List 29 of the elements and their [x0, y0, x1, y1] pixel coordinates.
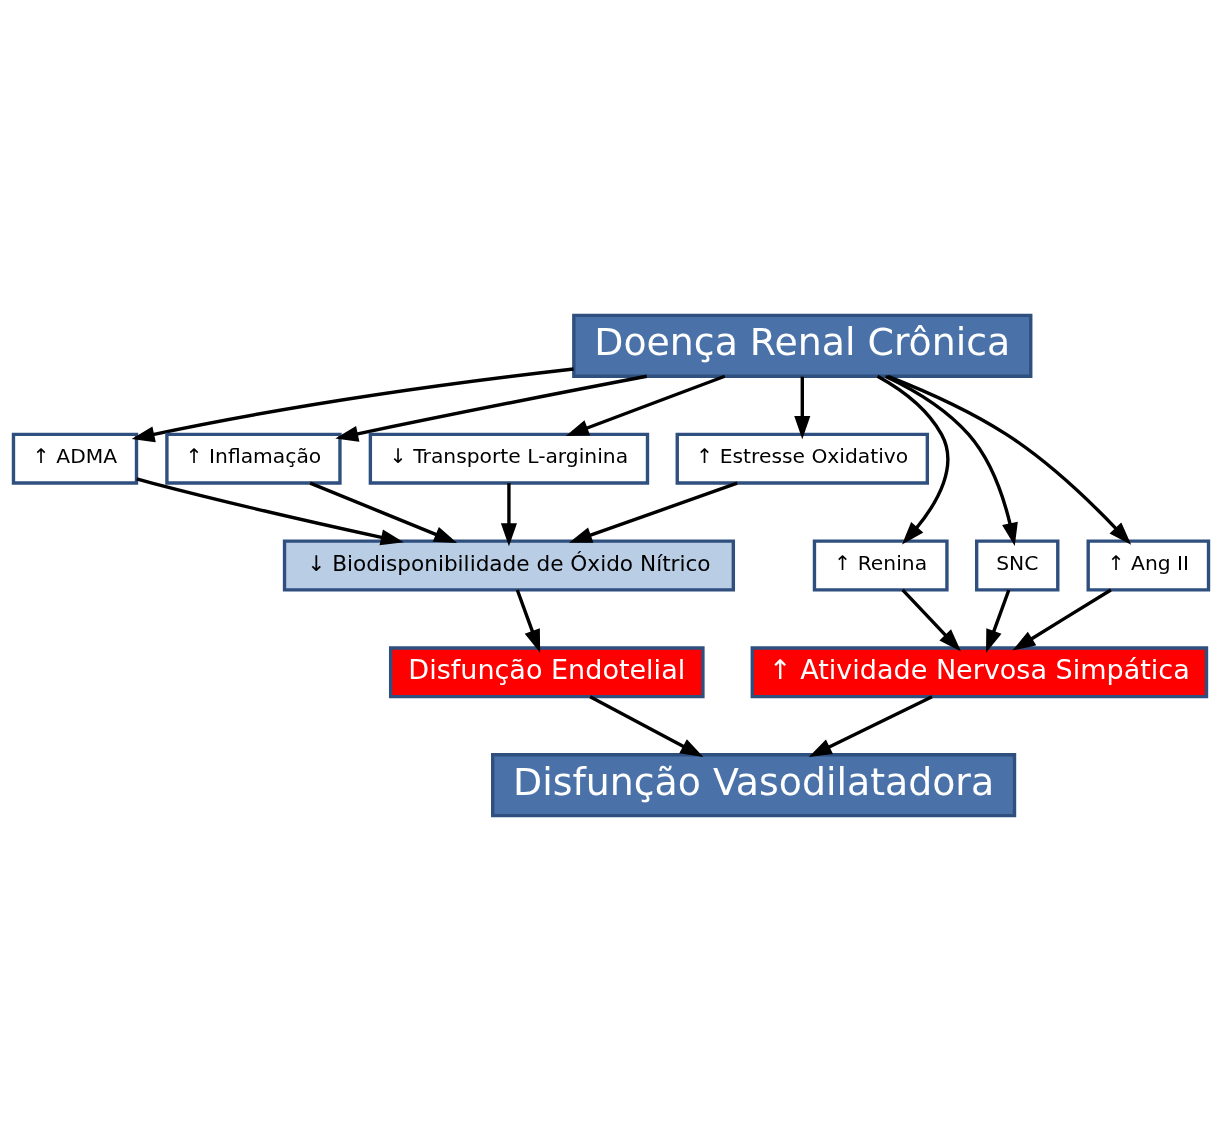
node-box: Doença Renal Crônica — [572, 313, 1033, 378]
node-box: ↑ Atividade Nervosa Simpática — [750, 645, 1209, 698]
arrow — [565, 374, 726, 436]
arrow — [901, 588, 962, 652]
arrow — [808, 694, 933, 757]
arrow — [500, 482, 517, 546]
node-box: ↑ Estresse Oxidativo — [675, 432, 930, 485]
arrow — [884, 374, 1018, 546]
arrow — [1012, 588, 1112, 651]
arrow — [589, 694, 704, 757]
arrow — [986, 588, 1011, 653]
node-box: ↓ Transporte L-arginina — [368, 432, 650, 485]
arrow — [876, 374, 950, 545]
arrow — [515, 588, 541, 653]
arrow — [131, 366, 574, 442]
node-box: Disfunção Endotelial — [388, 645, 705, 698]
arrow — [136, 476, 404, 545]
arrow — [887, 374, 1132, 545]
arrow — [794, 376, 811, 439]
node-box: ↑ Ang II — [1086, 538, 1211, 592]
arrow — [309, 481, 458, 543]
arrow — [335, 374, 648, 442]
arrow — [569, 481, 738, 543]
node-box: ↑ Inflamação — [165, 432, 342, 485]
node-box: ↑ Renina — [812, 538, 949, 592]
node-box: ↓ Biodisponibilidade de Óxido Nítrico — [282, 538, 736, 592]
node-box: ↑ ADMA — [11, 432, 139, 485]
node-box: Disfunção Vasodilatadora — [491, 752, 1017, 817]
node-box: SNC — [975, 538, 1060, 592]
